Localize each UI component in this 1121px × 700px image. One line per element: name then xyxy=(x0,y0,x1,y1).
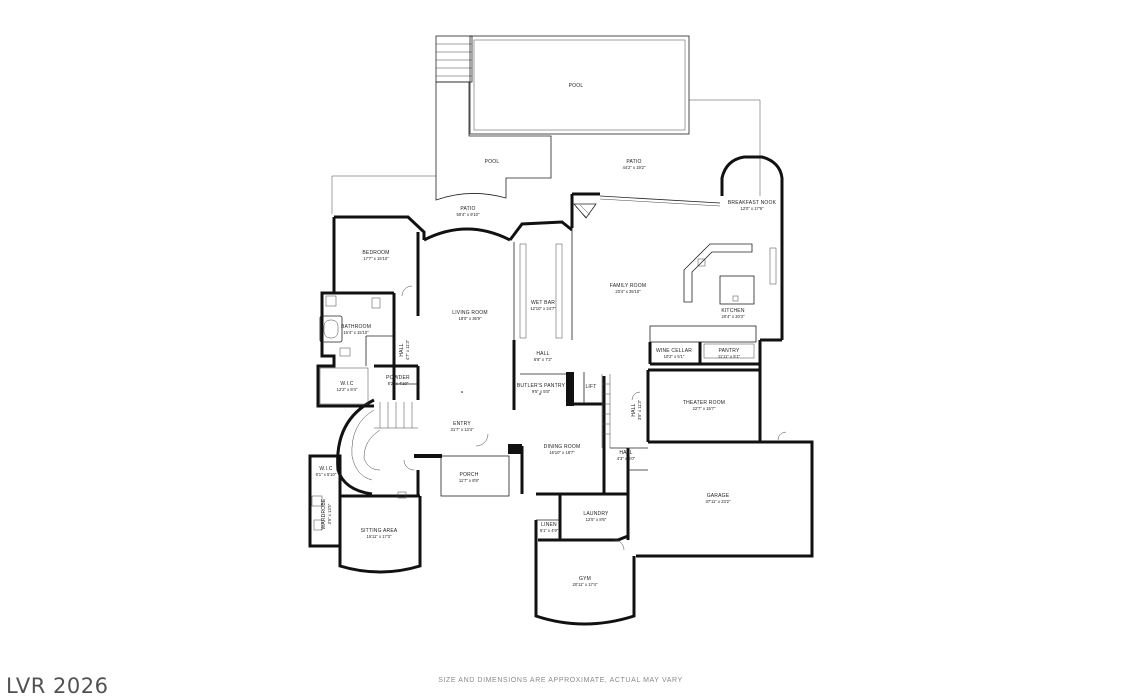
room-dims: 23'4" x 35'10" xyxy=(615,289,641,294)
room-name: W.I.C xyxy=(319,466,332,472)
room-name: POOL xyxy=(485,159,500,165)
outdoor-area xyxy=(331,35,761,214)
disclaimer-text: SIZE AND DIMENSIONS ARE APPROXIMATE, ACT… xyxy=(438,677,683,684)
room-dims: 3'5" x 11'3" xyxy=(637,399,642,420)
fixtures xyxy=(311,203,787,551)
room-name: SITTING AREA xyxy=(361,528,398,534)
room-name: WINE CELLAR xyxy=(656,348,692,354)
room-dims: 15'4" x 15'10" xyxy=(343,330,369,335)
room-name: POWDER xyxy=(386,375,410,381)
watermark-logo: LVR 2026 xyxy=(6,674,109,698)
room-name: WARDROBE xyxy=(321,498,327,529)
room-name: FAMILY ROOM xyxy=(610,283,646,289)
room-name: W.I.C xyxy=(340,381,353,387)
room-dims: 12'0" x 17'9" xyxy=(741,206,764,211)
room-name: LAUNDRY xyxy=(583,511,609,517)
room-name: LIVING ROOM xyxy=(452,310,488,316)
room-dims: 44'2" x 19'2" xyxy=(623,165,646,170)
room-name: LIFT xyxy=(585,384,596,390)
room-name: BEDROOM xyxy=(362,250,389,256)
room-dims: 16'10" x 18'7" xyxy=(549,450,575,455)
room-dims: 12'2" x 8'4" xyxy=(337,387,358,392)
room-name: HALL xyxy=(536,351,549,357)
room-dims: 4'7" x 11'3" xyxy=(405,339,410,360)
room-dims: 12'10" x 24'7" xyxy=(530,306,556,311)
room-dims: 20'4" x 20'3" xyxy=(722,314,745,319)
room-dims: 31'7" x 13'4" xyxy=(451,427,474,432)
room-name: HALL xyxy=(631,403,637,416)
room-dims: 3'5" x 13'5" xyxy=(327,503,332,524)
room-name: POOL xyxy=(569,83,584,89)
room-name: BATHROOM xyxy=(341,324,371,330)
room-dims: 15'11" x 17'3" xyxy=(367,534,392,539)
room-name: GYM xyxy=(579,576,591,582)
room-dims: 11'7" x 8'9" xyxy=(459,478,480,483)
room-name: DINING ROOM xyxy=(544,444,581,450)
room-name: BREAKFAST NOOK xyxy=(728,200,777,206)
house-walls xyxy=(308,155,814,626)
room-name: WET BAR xyxy=(531,300,555,306)
room-name: GARAGE xyxy=(707,493,730,499)
room-dims: 4'3" x 5'0" xyxy=(617,456,636,461)
room-dims: 22'7" x 15'7" xyxy=(693,406,716,411)
room-dims: 10'2" x 5'1" xyxy=(664,354,685,359)
room-dims: 6'8" x 7'2" xyxy=(534,357,553,362)
room-dims: 20'11" x 17'4" xyxy=(573,582,598,587)
room-dims: 6'1" x 5'10" xyxy=(316,472,337,477)
room-name: ENTRY xyxy=(453,421,471,427)
room-dims: 37'11" x 23'2" xyxy=(706,499,731,504)
room-name: PANTRY xyxy=(718,348,739,354)
room-dims: 11'11" x 5'1" xyxy=(718,354,741,359)
room-name: LINEN xyxy=(541,522,557,528)
room-dims: 50'4" x 9'10" xyxy=(457,212,480,217)
room-dims: 6'1" x 4'9" xyxy=(540,528,559,533)
room-name: HALL xyxy=(619,450,632,456)
room-labels: POOL POOL PATIO 44'2" x 19'2" PATIO 50'4… xyxy=(316,83,777,587)
room-name: THEATER ROOM xyxy=(683,400,725,406)
room-name: PATIO xyxy=(626,159,641,165)
room-dims: 17'7" x 15'10" xyxy=(363,256,389,261)
room-name: HALL xyxy=(399,343,405,356)
interior-walls xyxy=(334,230,760,540)
room-name: KITCHEN xyxy=(721,308,745,314)
room-name: PATIO xyxy=(460,206,475,212)
room-name: BUTLER'S PANTRY xyxy=(517,383,566,389)
room-dims: 8'2" x 4'10" xyxy=(388,381,409,386)
room-dims: 9'5" x 5'5" xyxy=(532,389,551,394)
room-name: PORCH xyxy=(459,472,478,478)
room-dims: 12'5" x 8'6" xyxy=(586,517,607,522)
room-dims: 18'0" x 35'9" xyxy=(459,316,482,321)
